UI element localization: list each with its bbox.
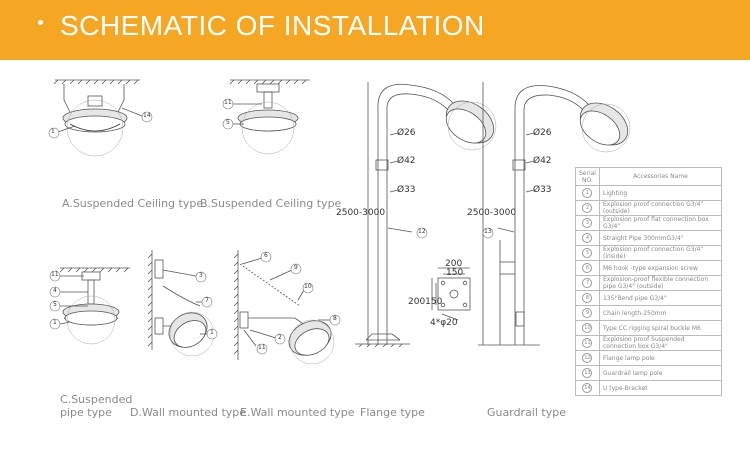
table-row: 7 Explosion-proof flexible connection pip…	[575, 275, 722, 291]
header-banner: SCHEMATIC OF INSTALLATION	[0, 0, 750, 60]
diagram-c-suspended-pipe	[59, 267, 130, 345]
accessory-name: 135°Bend pipe G3/4"	[598, 290, 722, 306]
table-row: 10 Type CC rigging spiral buckle M6	[575, 320, 722, 336]
callout-b5: 5	[226, 119, 230, 126]
serial-number-badge: 9	[582, 308, 593, 318]
diagram-b-suspended-ceiling	[229, 79, 310, 155]
caption-a: A.Suspended Ceiling type	[62, 197, 204, 210]
table-row: 6 M6 hook -type expansion screw	[575, 260, 722, 276]
callout-circles	[48, 98, 494, 355]
callout-c1: 1	[53, 319, 57, 326]
accessory-name: Explosion proof Suspended connection box…	[598, 335, 722, 351]
callout-c4: 4	[53, 287, 57, 294]
accessory-name: Explosion-proof flexible connection pipe…	[598, 275, 722, 291]
callout-e8: 8	[333, 315, 337, 322]
serial-number-badge: 2	[582, 203, 593, 213]
caption-b: B.Suspended Ceiling type	[200, 197, 342, 210]
diagram-flange-pole	[355, 82, 497, 348]
table-row: 2 Explosion proof connection G3/4" (outsi…	[575, 200, 722, 216]
serial-number-badge: 7	[582, 278, 593, 288]
serial-number-badge: 11	[582, 338, 593, 348]
dim-width-150: 150	[446, 268, 464, 278]
dim-height-flange: 2500-3000	[336, 208, 386, 218]
dim-d42-guardrail: Ø42	[533, 156, 552, 166]
accessory-name: Type CC rigging spiral buckle M6	[598, 320, 722, 336]
accessory-name: Straight Pipe 300mmG3/4"	[598, 230, 722, 246]
serial-number-badge: 14	[582, 383, 593, 393]
callout-a14: 14	[143, 112, 151, 119]
serial-number-badge: 1	[582, 188, 593, 198]
dim-d26-guardrail: Ø26	[533, 128, 552, 138]
callout-e2: 2	[278, 334, 282, 341]
table-header-row: Serial NO. Accessories Name	[575, 167, 722, 186]
callout-d7: 7	[205, 297, 209, 304]
serial-number-badge: 12	[582, 353, 593, 363]
accessory-name: Chain length-250mm	[598, 305, 722, 321]
caption-guardrail: Guardrail type	[487, 406, 566, 419]
table-row: 13 Guardrail lamp pole	[575, 365, 722, 381]
dim-d26-flange: Ø26	[397, 128, 416, 138]
dim-d33-flange: Ø33	[397, 185, 416, 195]
callout-c5: 5	[53, 301, 57, 308]
page-title: SCHEMATIC OF INSTALLATION	[60, 10, 485, 41]
callout-b11: 11	[224, 99, 232, 106]
accessory-name: Lighting	[598, 185, 722, 201]
dim-height-200150: 200150	[408, 297, 443, 307]
callout-g13: 13	[484, 228, 492, 235]
serial-number-badge: 13	[582, 368, 593, 378]
accessory-name: Explosion proof connection G3/4" (inside…	[598, 245, 722, 261]
callout-e9: 9	[294, 264, 298, 271]
table-row: 12 Flange lamp pole	[575, 350, 722, 366]
accessory-name: Flange lamp pole	[598, 350, 722, 366]
table-row: 3 Explosion proof flat connection box G3/…	[575, 215, 722, 231]
callout-e10: 10	[304, 283, 312, 290]
callout-d1: 1	[210, 329, 214, 336]
callout-e11: 11	[258, 344, 266, 351]
table-row: 9 Chain length-250mm	[575, 305, 722, 321]
dim-height-guardrail: 2500-3000	[467, 208, 517, 218]
header-accessories-name: Accessories Name	[598, 167, 722, 186]
table-row: 5 Explosion proof connection G3/4" (insid…	[575, 245, 722, 261]
serial-number-badge: 3	[582, 218, 593, 228]
serial-number-badge: 4	[582, 233, 593, 243]
accessory-name: U type-Bracket	[598, 380, 722, 396]
callout-e6: 6	[264, 252, 268, 259]
serial-number-badge: 8	[582, 293, 593, 303]
caption-c-line2: pipe type	[60, 406, 112, 419]
table-row: 11 Explosion proof Suspended connection b…	[575, 335, 722, 351]
dim-d33-guardrail: Ø33	[533, 185, 552, 195]
diagram-a-suspended-ceiling	[53, 79, 143, 157]
caption-d: D.Wall mounted type	[130, 406, 247, 419]
callout-f12: 12	[418, 228, 426, 235]
dim-d42-flange: Ø42	[397, 156, 416, 166]
table-row: 1 Lighting	[575, 185, 722, 201]
diagram-d-wall-mounted	[147, 250, 215, 357]
serial-number-badge: 10	[582, 323, 593, 333]
caption-e: E.Wall mounted type	[240, 406, 355, 419]
diagram-flange-plate	[431, 267, 471, 321]
dim-holes: 4*φ20	[430, 318, 458, 328]
callout-c11: 11	[51, 271, 59, 278]
table-row: 8 135°Bend pipe G3/4"	[575, 290, 722, 306]
table-row: 4 Straight Pipe 300mmG3/4"	[575, 230, 722, 246]
serial-number-badge: 6	[582, 263, 593, 273]
callout-d3: 3	[199, 272, 203, 279]
callout-a1: 1	[51, 128, 55, 135]
caption-c-line1: C.Suspended	[60, 393, 133, 406]
accessory-name: M6 hook -type expansion screw	[598, 260, 722, 276]
accessory-name: Explosion proof flat connection box G3/4…	[598, 215, 722, 231]
diagram-e-wall-mounted	[233, 250, 335, 365]
accessory-name: Explosion proof connection G3/4" (outsid…	[598, 200, 722, 216]
header-serial-no: Serial NO.	[575, 167, 600, 186]
diagram-guardrail-pole	[478, 82, 631, 346]
serial-number-badge: 5	[582, 248, 593, 258]
caption-flange: Flange type	[360, 406, 425, 419]
dim-width-200: 200	[445, 259, 463, 269]
bullet-icon	[38, 20, 43, 25]
accessory-name: Guardrail lamp pole	[598, 365, 722, 381]
table-row: 14 U type-Bracket	[575, 380, 722, 396]
